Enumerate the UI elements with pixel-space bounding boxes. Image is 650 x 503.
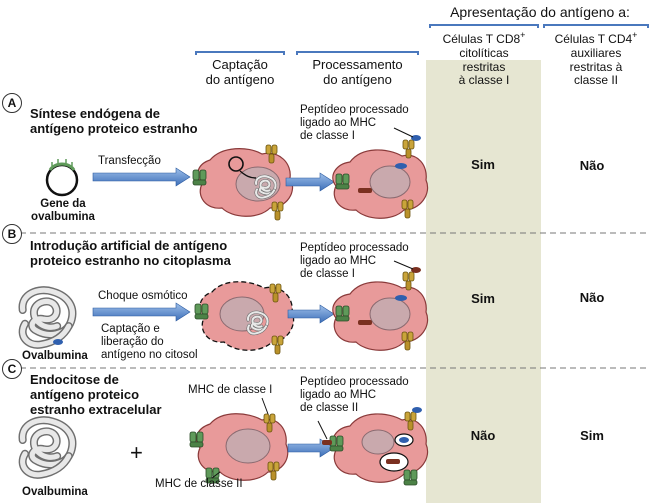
col-header-cd4: Células T CD4+ auxiliares restritas à cl… [554, 30, 638, 88]
row-c-plus: + [130, 440, 143, 465]
row-c-mhc2-label: MHC de classe II [155, 478, 243, 490]
row-c-title: Endocitose de antígeno proteico estranho… [30, 372, 162, 417]
ovalbumin-protein-icon [23, 420, 73, 475]
row-c-art [23, 397, 429, 486]
col-header-cd8: Células T CD8+ citolíticas restritas à c… [442, 30, 526, 88]
row-letter-c: C [2, 359, 22, 379]
row-a-art [45, 127, 429, 221]
row-letter-a: A [2, 93, 22, 113]
row-c-peptide-label: Peptídeo processado ligado ao MHC de cla… [300, 376, 409, 415]
ovalbumin-protein-icon [23, 290, 73, 345]
row-b-peptide-label: Peptídeo processado ligado ao MHC de cla… [300, 242, 409, 281]
arrow-right-icon [285, 172, 335, 192]
row-a-source-label: Gene da ovalbumina [31, 198, 95, 224]
row-separators [10, 232, 650, 369]
row-b-art [23, 260, 429, 355]
row-a-title: Síntese endógena de antígeno proteico es… [30, 106, 198, 136]
row-b-cd4-answer: Não [579, 290, 605, 305]
column-header-brackets [195, 24, 649, 55]
row-b-method-label: Choque osmótico [98, 290, 188, 302]
row-b-cd8-answer: Sim [471, 291, 495, 306]
row-c-mhc1-label: MHC de classe I [188, 384, 273, 396]
row-c-source-label: Ovalbumina [22, 486, 88, 498]
arrow-right-icon [92, 302, 191, 322]
presentation-title: Apresentação do antígeno a: [450, 4, 630, 20]
row-letter-b: B [2, 224, 22, 244]
row-c-cd4-answer: Sim [580, 428, 604, 443]
row-b-source-label: Ovalbumina [22, 350, 88, 362]
arrow-right-icon [287, 304, 335, 324]
arrow-right-icon [92, 167, 191, 187]
cd8-column-shade [426, 60, 541, 503]
row-a-peptide-label: Peptídeo processado ligado ao MHC de cla… [300, 104, 409, 143]
col-header-processing: Processamento do antígeno [312, 57, 403, 87]
row-a-cd4-answer: Não [579, 158, 605, 173]
row-b-title: Introdução artificial de antígeno protei… [30, 238, 231, 268]
row-a-cd8-answer: Sim [471, 157, 495, 172]
row-b-method-label-2: Captação e liberação do antígeno no cito… [101, 323, 198, 362]
col-header-capture: Captação do antígeno [205, 57, 275, 87]
row-a-method-label: Transfecção [98, 155, 161, 167]
row-c-cd8-answer: Não [470, 428, 496, 443]
